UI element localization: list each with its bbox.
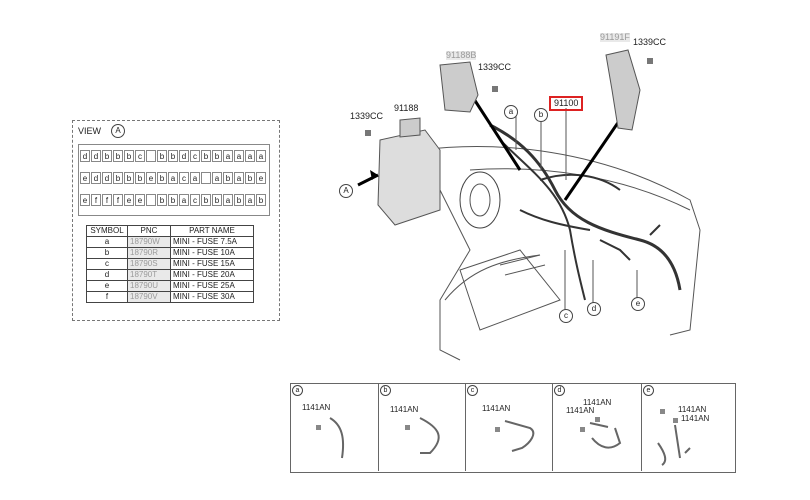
part-1339cc-label: 1339CC (633, 37, 667, 47)
fuse-slot: b (256, 194, 266, 206)
fuse-slot: b (124, 150, 134, 162)
fuse-slot: a (179, 194, 189, 206)
fuse-slot: c (190, 194, 200, 206)
fuse-slot: d (102, 172, 112, 184)
fuse-slot: a (256, 150, 266, 162)
fuse-slot: c (179, 172, 189, 184)
view-panel (72, 120, 280, 321)
fuse-slot: c (190, 150, 200, 162)
fuse-slot: b (135, 172, 145, 184)
fuse-slot (146, 194, 156, 206)
detail-strip (290, 383, 736, 473)
fuse-box-layout (78, 144, 270, 216)
fuse-slot: f (102, 194, 112, 206)
detail-b-key: b (380, 385, 391, 396)
cell-part-name: MINI - FUSE 30A (170, 291, 254, 303)
detail-cell-d (552, 383, 642, 471)
fuse-slot: a (234, 172, 244, 184)
fuse-slot: b (201, 194, 211, 206)
fuse-slot: a (245, 194, 255, 206)
fuse-slot: b (113, 150, 123, 162)
fuse-slot: b (124, 172, 134, 184)
fuse-slot: b (223, 172, 233, 184)
fuse-slot: f (113, 194, 123, 206)
fuse-slot: e (80, 172, 90, 184)
callout-d: d (587, 302, 601, 316)
callout-e: e (631, 297, 645, 311)
fuse-slot: d (179, 150, 189, 162)
part-91188-label: 91188 (394, 103, 419, 113)
view-a-marker: A (339, 184, 353, 198)
fuse-slot: a (223, 150, 233, 162)
fuse-slot: e (80, 194, 90, 206)
fuse-slot: a (245, 150, 255, 162)
detail-a-key: a (292, 385, 303, 396)
detail-cell-b (378, 383, 466, 471)
fuse-slot: b (157, 194, 167, 206)
view-title: VIEW (78, 126, 102, 136)
part-91188b-label: 91188B (446, 50, 477, 60)
fuse-slot: c (135, 150, 145, 162)
fuse-slot: f (91, 194, 101, 206)
fuse-slot: d (80, 150, 90, 162)
fuse-slot (146, 150, 156, 162)
detail-illustrations (316, 409, 691, 466)
part-1339cc-label: 1339CC (478, 62, 512, 72)
fuse-slot: a (190, 172, 200, 184)
fuse-slot: e (124, 194, 134, 206)
fuse-slot: b (102, 150, 112, 162)
part-91191f-label: 91191F (600, 32, 630, 42)
detail-cell-c (465, 383, 553, 471)
fuse-slot: e (256, 172, 266, 184)
fuse-slot: b (168, 194, 178, 206)
fuse-slot: b (157, 150, 167, 162)
detail-e-part: 1141AN (678, 405, 707, 414)
fuse-slot: b (201, 150, 211, 162)
fuse-slot: d (91, 172, 101, 184)
fuse-slot: e (135, 194, 145, 206)
view-marker: A (111, 124, 125, 138)
detail-c-part: 1141AN (482, 404, 511, 413)
fuse-slot: a (234, 150, 244, 162)
fuse-slot: b (234, 194, 244, 206)
callout-b: b (534, 108, 548, 122)
cell-symbol: f (86, 291, 128, 303)
part-1339cc-label: 1339CC (350, 111, 384, 121)
fuse-slot: b (212, 194, 222, 206)
detail-d-key: d (554, 385, 565, 396)
fuse-slot: b (113, 172, 123, 184)
wiring-illustration (357, 49, 701, 361)
detail-b-part: 1141AN (390, 405, 419, 414)
detail-d-part: 1141AN (566, 406, 595, 415)
fuse-slot (201, 172, 211, 184)
part-91100-label: 91100 (549, 96, 584, 111)
callout-c: c (559, 309, 573, 323)
fuse-slot: b (245, 172, 255, 184)
detail-d-part: 1141AN (583, 398, 612, 407)
fuse-slot: b (157, 172, 167, 184)
detail-cell-a (290, 383, 379, 471)
fuse-slot: d (91, 150, 101, 162)
detail-a-part: 1141AN (302, 403, 331, 412)
detail-c-key: c (467, 385, 478, 396)
fuse-slot: a (168, 172, 178, 184)
fuse-slot: b (212, 150, 222, 162)
fuse-slot: a (223, 194, 233, 206)
callout-a: a (504, 105, 518, 119)
fuse-slot: b (168, 150, 178, 162)
fuse-slot: a (212, 172, 222, 184)
detail-e-part: 1141AN (681, 414, 710, 423)
fuse-slot: e (146, 172, 156, 184)
detail-e-key: e (643, 385, 654, 396)
